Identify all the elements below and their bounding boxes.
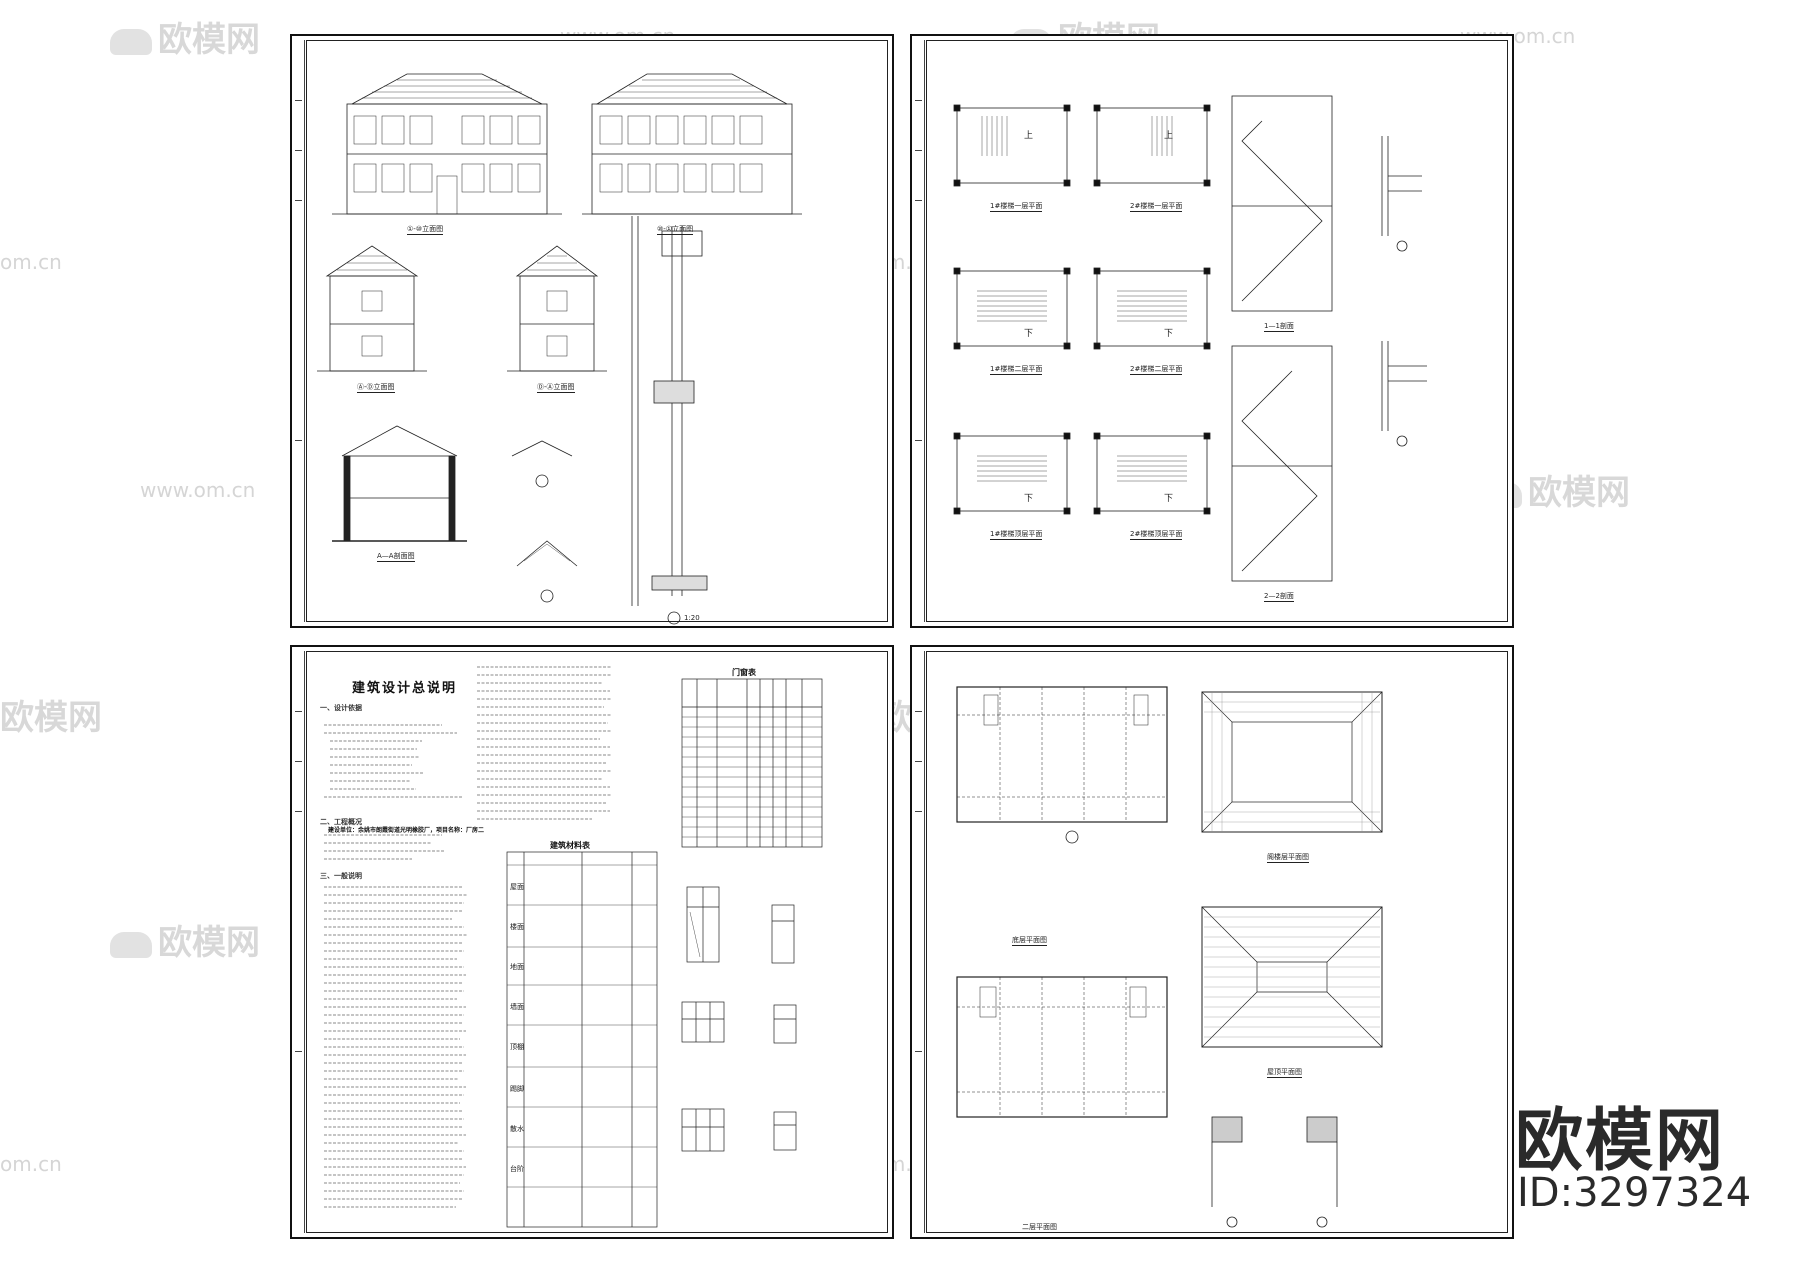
back-elevation [582,73,802,215]
title-strip [294,40,305,622]
elevation-drawings [317,73,802,625]
attic-floor-plan [1201,691,1383,833]
general-notes-title: 建筑设计总说明 [352,681,458,696]
watermark-url: om.cn [0,1152,62,1176]
brand-name: 欧模网 [1515,1102,1726,1181]
door-window-elevations [681,886,797,1152]
watermark-url: www.om.cn [140,478,256,502]
door-table-title: 门窗表 [732,668,756,677]
stair2-f2-title: 2#楼梯二层平面 [1130,365,1183,375]
notes-text-lines-1 [324,666,612,1208]
stair-up-label: 上 [1024,131,1034,141]
front-elevation [332,73,562,215]
drawing-sheet-floor-plans: 底层平面图 二层平面图 阁楼层平面图 屋顶平面图 [910,645,1514,1239]
detail-1-scale: 1:20 [684,614,700,622]
title-strip [294,651,305,1233]
stair-details [1381,136,1427,447]
side-elevation-b-title: Ⓓ-Ⓐ立面图 [537,383,575,393]
material-row: 楼面 [510,923,524,931]
stair-down-label: 下 [1164,329,1174,339]
title-strip [914,651,925,1233]
material-row: 踢脚 [510,1085,524,1093]
project-line: 建设单位：余姚市朗霞街道光明橡胶厂，项目名称：厂房二 [328,827,485,834]
material-row: 散水 [510,1125,524,1133]
stair1-f2-title: 1#楼梯二层平面 [990,365,1043,375]
watermark-logo: 欧模网 [110,12,260,61]
watermark-logo: 欧模网 [0,698,102,738]
wall-section-detail [631,216,708,625]
second-floor-plan-title: 二层平面图 [1022,1223,1057,1233]
stair-down-label: 下 [1164,494,1174,504]
stair-up-label: 上 [1164,131,1174,141]
drawing-sheet-general-notes: 建筑设计总说明 一、设计依据 二、工程概况 建设单位：余姚市朗霞街道光明橡胶厂，… [290,645,894,1239]
notes-heading-3: 三、一般说明 [320,872,362,880]
watermark-url: om.cn [0,250,62,274]
material-table [506,851,658,1228]
section-aa-title: A—A剖面图 [377,552,415,562]
stair1-f1-title: 1#楼梯一层平面 [990,202,1043,212]
roof-plan [1201,906,1383,1048]
door-window-table [681,678,823,848]
stair-down-label: 下 [1024,329,1034,339]
roof-plan-title: 屋顶平面图 [1267,1068,1302,1078]
stair2-f1-title: 2#楼梯一层平面 [1130,202,1183,212]
section-aa [332,425,467,542]
floor-plan-drawings [956,686,1383,1228]
model-id-label: ID:3297324 [1517,1170,1752,1216]
stair-drawings [953,95,1427,582]
ground-floor-plan-title: 底层平面图 [1012,936,1047,946]
second-floor-plan [956,976,1168,1118]
notes-heading-1: 一、设计依据 [320,704,362,712]
notes-heading-2: 二、工程概况 [320,818,362,826]
material-row: 地面 [510,963,524,971]
side-elevation-a [317,245,427,372]
stair-plans [953,104,1211,515]
drawing-sheet-stairs: 1#楼梯一层平面 2#楼梯一层平面 1#楼梯二层平面 2#楼梯二层平面 1#楼梯… [910,34,1514,628]
material-table-title: 建筑材料表 [550,841,590,850]
material-row: 顶棚 [510,1043,524,1051]
stair-sections [1231,95,1333,582]
section-11-title: 1—1剖面 [1264,322,1294,332]
watermark-logo: 欧模网 [110,915,260,964]
drawing-sheet-elevations: ①-⑩立面图 ⑩-①立面图 Ⓐ-Ⓓ立面图 Ⓓ-Ⓐ立面图 A—A剖面图 1:20 [290,34,894,628]
ground-floor-plan [956,686,1168,844]
eave-details [1211,1116,1338,1228]
stair1-top-title: 1#楼梯顶层平面 [990,530,1043,540]
front-elevation-title: ①-⑩立面图 [407,225,444,235]
stair2-top-title: 2#楼梯顶层平面 [1130,530,1183,540]
back-elevation-title: ⑩-①立面图 [657,225,694,235]
material-row: 台阶 [510,1165,524,1173]
attic-plan-title: 阁楼层平面图 [1267,853,1309,863]
material-row: 墙面 [510,1003,524,1011]
side-elevation-a-title: Ⓐ-Ⓓ立面图 [357,383,395,393]
section-22-title: 2—2剖面 [1264,592,1294,602]
stair-down-label: 下 [1024,494,1034,504]
material-row: 屋面 [510,883,524,891]
side-elevation-b [507,245,607,372]
title-strip [914,40,925,622]
roof-details [511,440,578,603]
